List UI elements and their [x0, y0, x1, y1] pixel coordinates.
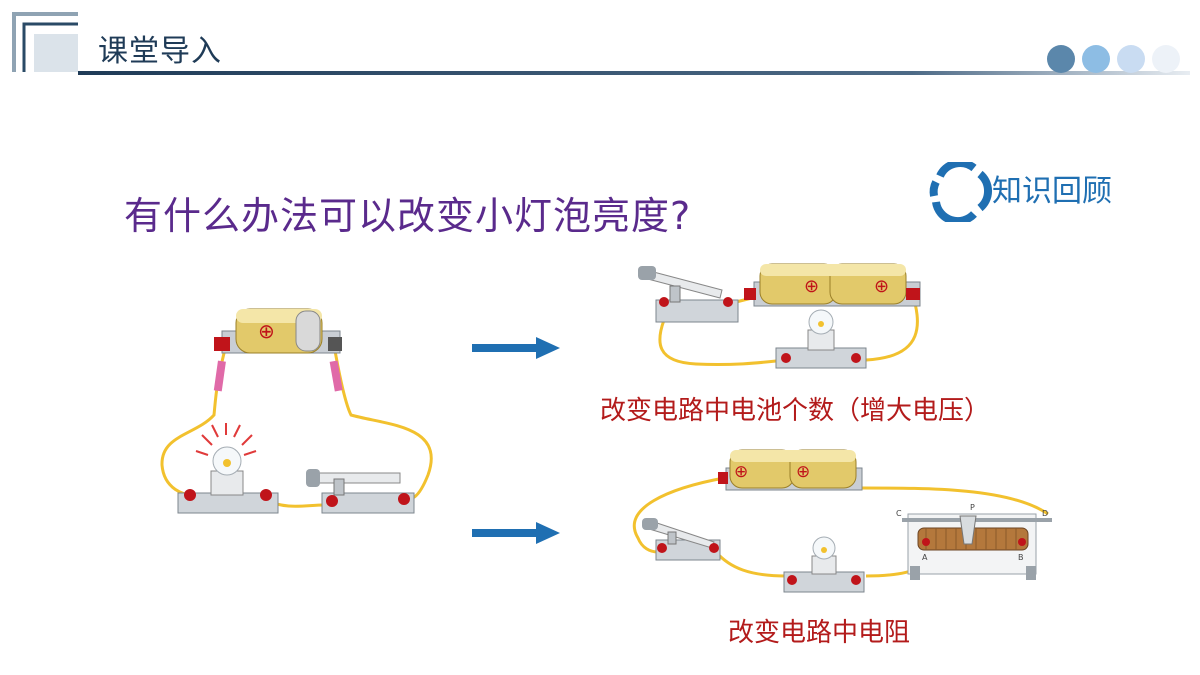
caption-resistance: 改变电路中电阻: [728, 618, 911, 648]
battery-plus-symbol: ⊕: [734, 462, 748, 482]
rheostat-label-b: B: [1018, 553, 1024, 562]
ring-icon: [929, 162, 993, 222]
question-text: 有什么办法可以改变小灯泡亮度?: [124, 194, 692, 238]
review-label: 知识回顾: [992, 174, 1112, 209]
header-frame-decoration: [12, 12, 78, 72]
header-underline: [78, 71, 1190, 75]
battery-plus-symbol: ⊕: [874, 276, 889, 297]
caption-battery-count: 改变电路中电池个数（增大电压）: [600, 396, 991, 426]
arrow-right-icon: [472, 522, 560, 544]
battery-plus-symbol: ⊕: [796, 462, 810, 482]
battery-plus-symbol: ⊕: [258, 319, 275, 343]
rheostat-label-d: D: [1042, 509, 1048, 518]
battery-plus-symbol: ⊕: [804, 276, 819, 297]
page-title: 课堂导入: [98, 34, 222, 69]
arrow-right-icon: [472, 337, 560, 359]
rheostat-label-p: P: [970, 503, 975, 512]
circuit-with-rheostat: ⊕ ⊕ C D P A B: [632, 449, 1052, 593]
circuit-single-battery: ⊕: [160, 308, 433, 514]
header-dots-decoration: [1047, 45, 1180, 73]
circuit-two-batteries: ⊕ ⊕: [638, 263, 921, 369]
rheostat-label-a: A: [922, 553, 928, 562]
review-badge: [929, 162, 993, 222]
rheostat-label-c: C: [896, 509, 902, 518]
